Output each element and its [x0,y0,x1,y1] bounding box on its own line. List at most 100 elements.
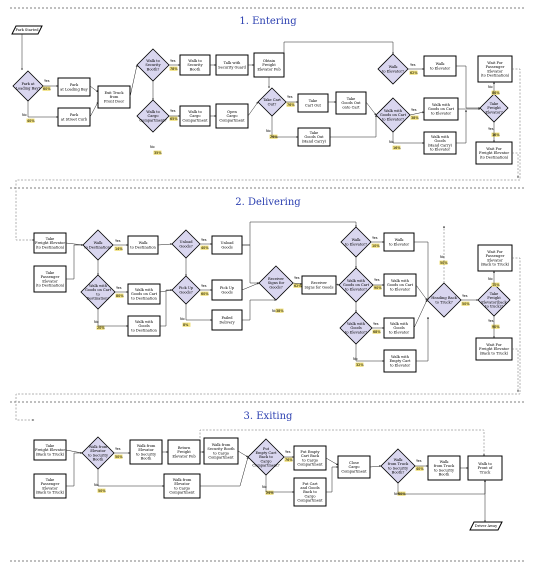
c31 [66,244,84,280]
pct-from-elev-no-bg [97,488,106,493]
pct-sec-yes: 78% [170,67,178,71]
c12 [247,101,259,117]
pct-elev-yes: 62% [410,71,418,75]
pct-cart-yes: 76% [287,103,295,107]
c58 [416,316,429,362]
pct-cargo-no: 35% [154,151,162,155]
c70 [65,449,83,454]
decision-cargo [136,99,170,133]
end-terminal-label: Driver Away [475,524,498,528]
yes-elev: Yes [410,63,416,67]
end-terminal [469,521,503,531]
node-wait-pass-back [477,244,513,272]
pct-pickup-no: 8% [183,323,189,327]
yes-to-elev: Yes [372,236,378,240]
pct-freight-back-yes-bg [491,324,500,329]
pct-cart-elev-yes-bg [373,285,382,290]
node-receiver-signs [301,275,337,295]
pct-park-yes: 60% [43,87,51,91]
c45 [242,299,277,321]
c30 [65,242,84,246]
pct-dest-yes: 14% [115,247,123,251]
no-freight: No [488,85,493,89]
c76 [237,450,249,458]
yes-empty-cart: Yes [285,450,291,454]
c8 [129,64,138,98]
pct-park-no: 40% [27,119,35,123]
pct-empty-cart-no: 24% [266,491,274,495]
pct-pickup-yes: 60% [201,292,209,296]
pct-goods-cart-no: 16% [393,146,401,150]
pct-cargo-yes: 65% [170,117,178,121]
pct-pickup-no-bg [182,322,191,327]
pct-freight-yes-bg [491,132,500,137]
c28 [512,152,519,179]
c75 [97,469,165,487]
c85 [397,479,486,495]
c46 [292,282,303,285]
c27 [15,68,521,241]
pct-cart-no-bg [269,134,278,139]
no-truck-sec: No [394,492,399,496]
pct-park-yes-bg [42,86,51,91]
pct-goods-dest-yes: 80% [116,294,124,298]
yes-receiver: Yes [294,276,300,280]
pct-freight-back-no: 10% [492,283,500,287]
c44 [241,282,260,291]
c3 [89,85,99,93]
pct-to-elev-yes-bg [371,243,380,248]
c4 [89,101,99,118]
yes-park: Yes [44,79,50,83]
no-freight-back: No [488,277,493,281]
no-from-elev: No [94,483,99,487]
node-park-loading [57,77,91,97]
pct-freight-back-no-bg [491,282,500,287]
pct-empty-cart-yes: 76% [285,458,293,462]
start-terminal-label: Park Started [15,28,39,32]
no-pickup: No [180,317,185,321]
yes-truck-sec: Yes [416,459,422,463]
no-heading: No [440,255,445,259]
pct-heading-yes-bg [461,301,470,306]
pct-goods-cart-yes: 38% [411,116,419,120]
pct-unload-yes-bg [200,245,209,250]
node-take-pass-back [33,473,67,499]
pct-unload-yes: 40% [201,246,209,250]
c18 [330,114,377,138]
c82 [369,465,382,468]
c54 [355,344,385,362]
pct-freight-yes: 16% [492,133,500,137]
c36 [157,243,173,246]
pct-pickup-yes-bg [200,291,209,296]
c57 [413,299,428,329]
c71 [66,452,83,487]
no-empty-cart: No [262,485,267,489]
no-goods-cart: No [389,140,394,144]
pct-freight-no-bg [491,90,500,95]
c47 [335,283,340,286]
